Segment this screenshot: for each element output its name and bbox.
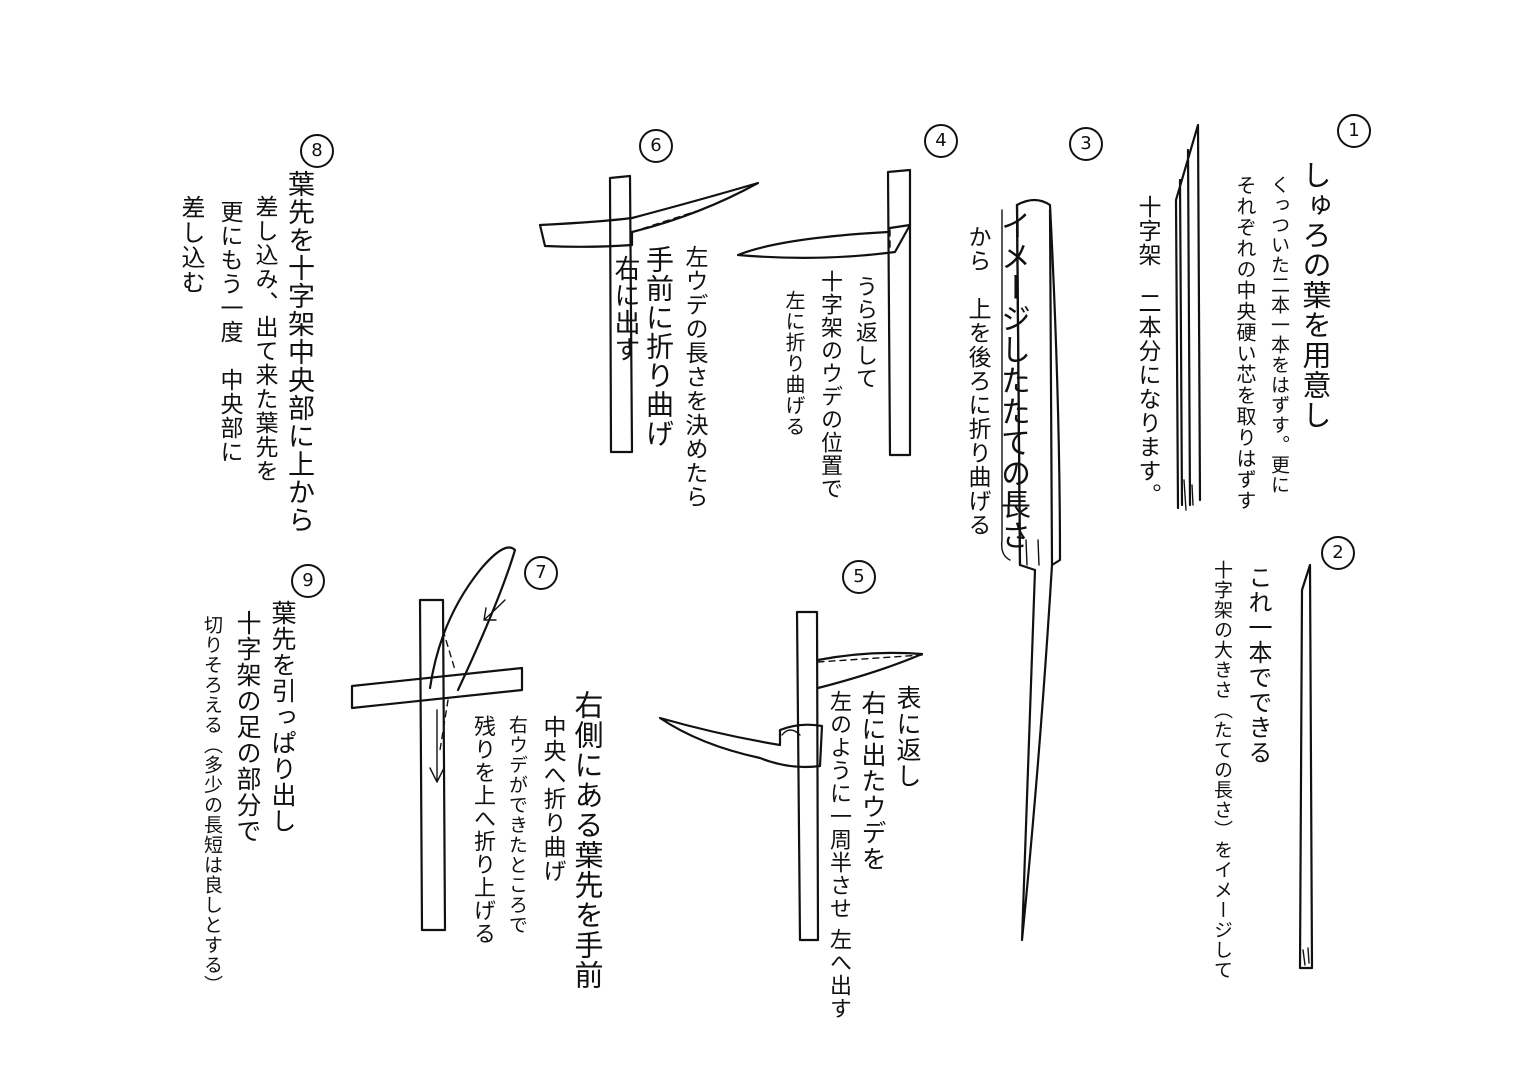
step-9-line: 切りそろえる（多少の長短は良しとする） xyxy=(201,615,223,995)
step-9-line: 十字架の足の部分で xyxy=(233,610,262,844)
step5-cross-sketch xyxy=(658,610,924,942)
step-6-line: 右に出す xyxy=(610,255,640,363)
step-6-line: 左ウデの長さを決めたら xyxy=(681,245,707,509)
step-4-line: 十字架のウデの位置で xyxy=(817,270,842,500)
step-5-line: 右に出たウデを xyxy=(858,690,887,872)
step-1-number: 1 xyxy=(1337,114,1371,148)
step-5-line: 左のように一周半させ 左へ出す xyxy=(826,690,851,1020)
step3-fold-sketch xyxy=(1000,198,1062,942)
step-8-line: 更にもう一度 中央部に xyxy=(216,200,242,464)
step-6-number: 6 xyxy=(639,129,673,163)
step-8-number: 8 xyxy=(300,134,334,168)
step1-leaf-sketch xyxy=(1174,123,1202,511)
step-8-line: 差し込み、出て来た葉先を xyxy=(251,195,277,483)
step-7-line: 右側にある葉先を手前 xyxy=(570,690,604,990)
step-5-line: 表に返し xyxy=(893,685,922,789)
step-7-line: 右ウデができたところで xyxy=(506,715,528,935)
step-7-line: 中央へ折り曲げ xyxy=(539,715,565,883)
step-6-line: 手前に折り曲げ xyxy=(642,245,675,448)
step7-cross-sketch xyxy=(350,546,524,932)
step-2-line: これ一本でできる xyxy=(1244,565,1272,765)
step-3-line: から 上を後ろに折り曲げる xyxy=(964,225,990,537)
step-5-number: 5 xyxy=(842,560,876,594)
step-4-number: 4 xyxy=(924,124,958,158)
step-1-line: 十字架 二本分になります。 xyxy=(1134,195,1160,507)
step-2-number: 2 xyxy=(1321,536,1355,570)
step-9-line: 葉先を引っぱり出し xyxy=(268,600,297,834)
step6-cross-sketch xyxy=(538,174,760,454)
step-8-line: 葉先を十字架中央部に上から xyxy=(283,170,314,534)
step-7-number: 7 xyxy=(524,556,558,590)
step4-cross-sketch xyxy=(736,168,912,457)
step-1-line: くっついた二本一本をはずす。更に xyxy=(1268,175,1290,495)
step2-stick-sketch xyxy=(1298,563,1314,970)
step-7-line: 残りを上へ折り上げる xyxy=(470,715,495,945)
step-4-line: うら返して xyxy=(852,275,877,390)
step-3-number: 3 xyxy=(1069,127,1103,161)
step-3-line: イメージしたたての長さ xyxy=(995,210,1030,551)
step-1-line: しゅろの葉を用意し xyxy=(1298,160,1332,430)
step-8-line: 差し込む xyxy=(177,195,205,295)
step-1-line: それぞれの中央硬い芯を取りはずす xyxy=(1233,175,1257,511)
step-2-line: 十字架の大きさ（たての長さ）をイメージして xyxy=(1211,560,1233,980)
step-4-line: 左に折り曲げる xyxy=(782,290,806,437)
step-9-number: 9 xyxy=(291,564,325,598)
